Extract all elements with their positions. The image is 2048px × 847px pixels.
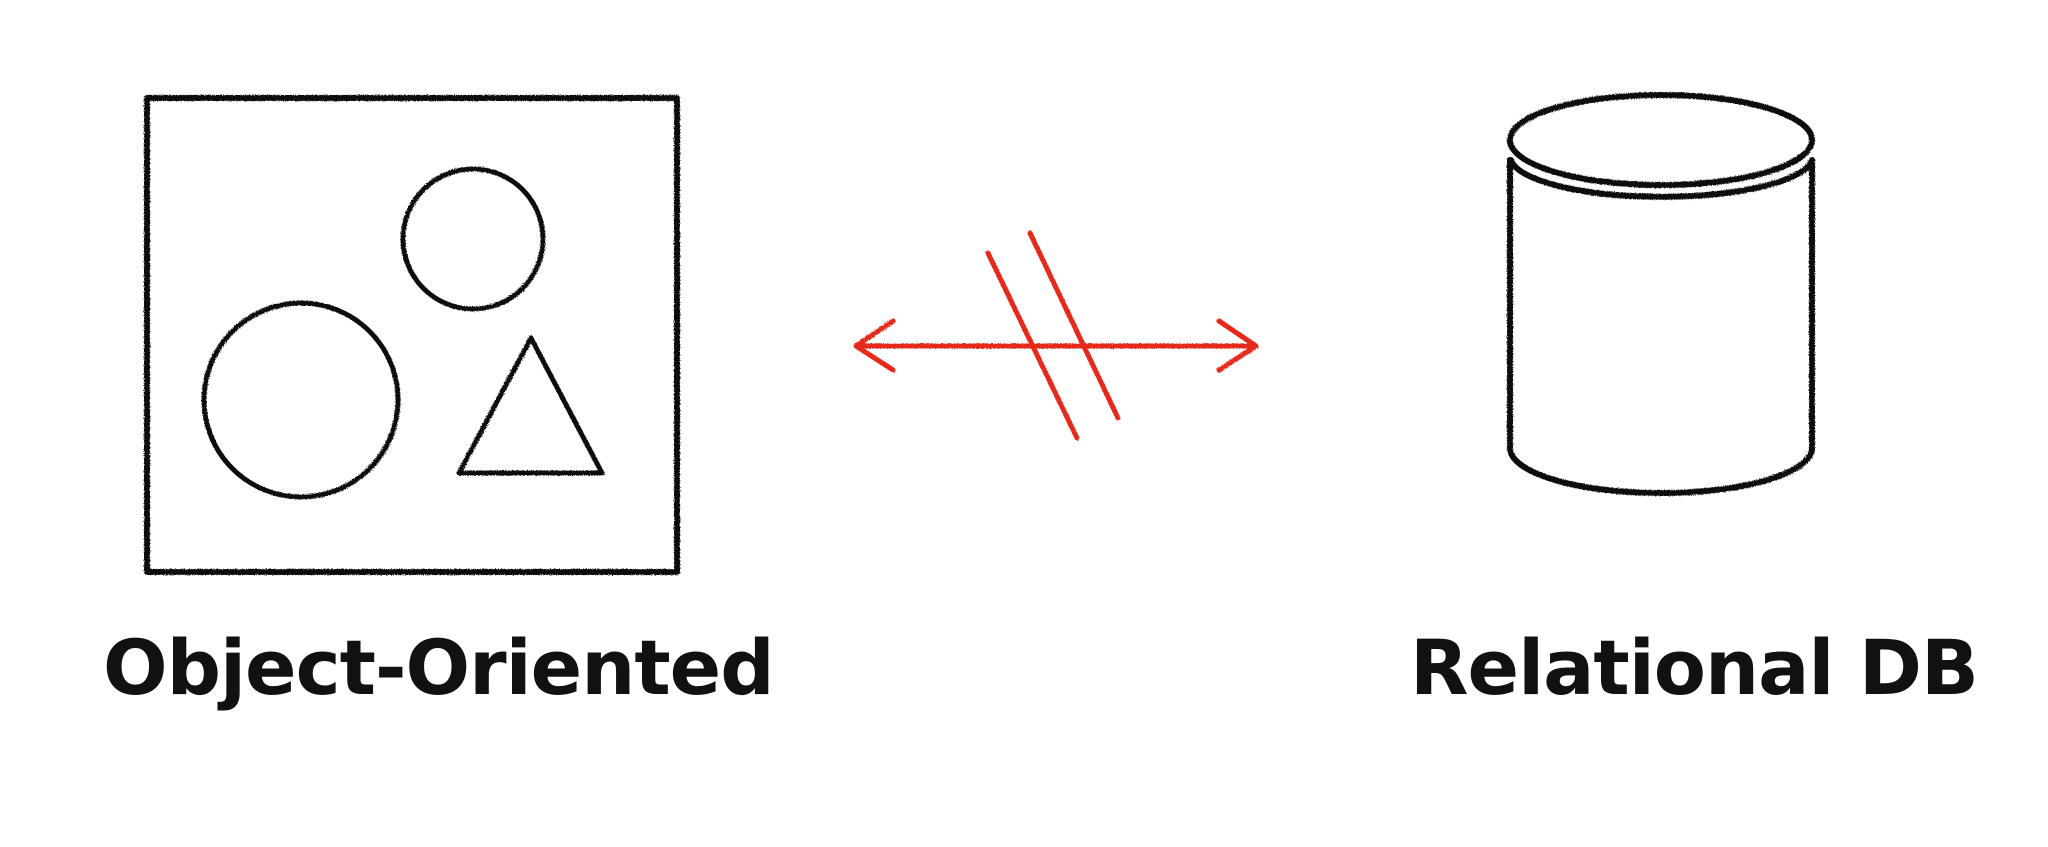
slash-stroke-1 [985, 250, 1080, 441]
not-equal-double-arrow-icon [853, 230, 1259, 441]
large-circle-shape [201, 300, 401, 500]
shapes-box-icon [144, 95, 680, 575]
relational-db-label: Relational DB [1410, 623, 1979, 712]
small-circle-shape [400, 166, 546, 312]
arrow-head-right [1216, 318, 1259, 373]
triangle-shape [456, 335, 605, 476]
object-oriented-label: Object-Oriented [103, 623, 775, 712]
cylinder-body [1507, 157, 1815, 496]
arrow-head-left [853, 318, 896, 373]
object-box [144, 95, 680, 575]
database-cylinder-icon [1507, 92, 1815, 496]
cylinder-top-rim [1508, 157, 1815, 200]
cylinder-top [1507, 92, 1815, 188]
slash-stroke-2 [1027, 230, 1121, 421]
